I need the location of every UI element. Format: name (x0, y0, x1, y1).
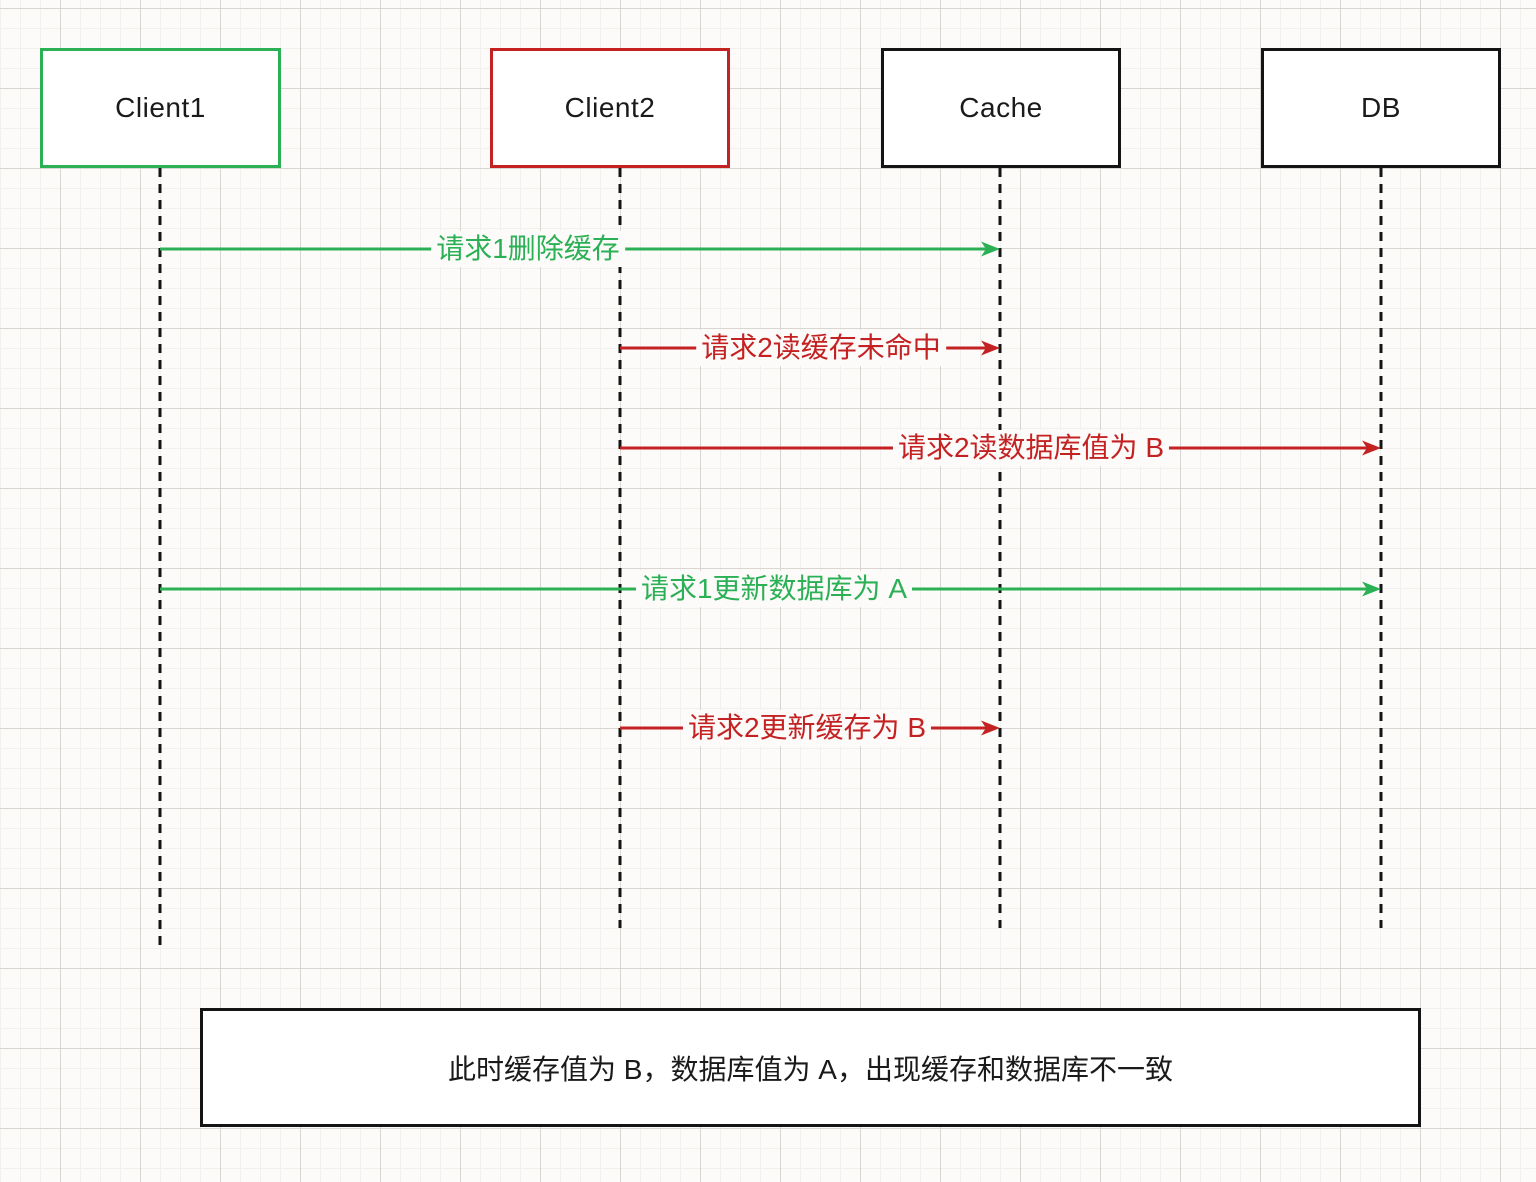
actor-label-db: DB (1361, 92, 1401, 123)
actor-box-client2: Client2 (490, 48, 730, 168)
actor-label-client2: Client2 (564, 92, 656, 123)
actor-label-cache: Cache (959, 92, 1043, 123)
message-label-4: 请求1更新数据库为 A (635, 571, 913, 607)
arrowhead-icon (981, 340, 1000, 356)
message-label-2: 请求2读缓存未命中 (696, 330, 946, 366)
actor-box-db: DB (1261, 48, 1501, 168)
actor-box-cache: Cache (881, 48, 1121, 168)
message-label-5: 请求2更新缓存为 B (682, 710, 932, 746)
arrowhead-icon (981, 241, 1000, 257)
note-box: 此时缓存值为 B，数据库值为 A，出现缓存和数据库不一致 (200, 1008, 1421, 1127)
note-text: 此时缓存值为 B，数据库值为 A，出现缓存和数据库不一致 (448, 1053, 1173, 1085)
arrowhead-icon (1362, 440, 1381, 456)
arrowhead-icon (1362, 581, 1381, 597)
actor-box-client1: Client1 (40, 48, 281, 168)
actor-label-client1: Client1 (115, 92, 206, 123)
message-label-1: 请求1删除缓存 (431, 231, 625, 267)
arrowhead-icon (981, 720, 1000, 736)
message-label-3: 请求2读数据库值为 B (892, 430, 1170, 466)
